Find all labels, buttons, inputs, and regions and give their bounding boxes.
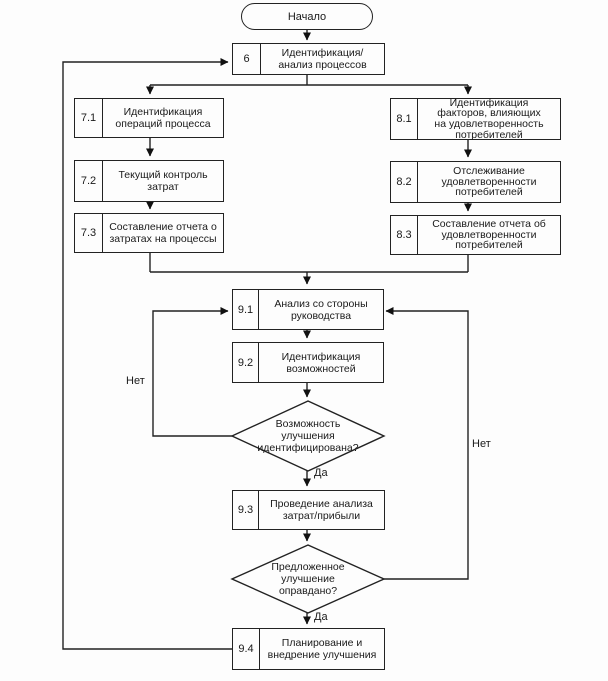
- node-label: Идентификация операций процесса: [115, 106, 211, 130]
- flow-node-9-1: 9.1 Анализ со стороны руководства: [232, 289, 384, 330]
- node-number: 7.2: [75, 161, 103, 201]
- node-number: 9.3: [233, 491, 259, 529]
- node-label: Идентификация факторов, влияющих на удов…: [434, 96, 544, 141]
- node-number: 9.1: [233, 290, 259, 329]
- decision-2-label: Предложенное улучшение оправдано?: [271, 561, 345, 597]
- edge-no-d2-to-91: [384, 307, 469, 580]
- decision-1-shape: [230, 400, 386, 472]
- node-number: 9.2: [233, 343, 259, 382]
- start-terminator: Начало: [241, 3, 373, 30]
- node-label: Проведение анализа затрат/прибыли: [270, 498, 373, 522]
- node-label: Составление отчета об удовлетворенности …: [432, 218, 546, 252]
- node-label: Анализ со стороны руководства: [274, 297, 368, 322]
- flow-node-8-3: 8.3 Составление отчета об удовлетворенно…: [390, 215, 561, 255]
- edge-94-to-6: [62, 58, 232, 650]
- flow-node-9-2: 9.2 Идентификация возможностей: [232, 342, 384, 383]
- node-label: Отслеживание удовлетворенности потребите…: [441, 165, 537, 199]
- edge-label-yes-1: Да: [314, 467, 328, 479]
- node-label: Составление отчета о затратах на процесс…: [109, 221, 217, 245]
- decision-2-shape: [230, 544, 386, 614]
- node-label: Планирование и внедрение улучшения: [267, 637, 377, 661]
- flow-node-6: 6 Идентификация/ анализ процессов: [232, 43, 385, 75]
- edge-label-no-left: Нет: [126, 375, 145, 387]
- flow-node-9-3: 9.3 Проведение анализа затрат/прибыли: [232, 490, 385, 530]
- edge-label-yes-2: Да: [314, 611, 328, 623]
- node-number: 8.2: [391, 162, 418, 202]
- node-number: 9.4: [233, 629, 260, 669]
- node-label: Текущий контроль затрат: [118, 169, 208, 193]
- flow-node-9-4: 9.4 Планирование и внедрение улучшения: [232, 628, 385, 670]
- node-label: Идентификация/ анализ процессов: [278, 47, 367, 71]
- node-number: 8.1: [391, 99, 418, 139]
- edge-label-no-right: Нет: [472, 438, 491, 450]
- flow-node-8-2: 8.2 Отслеживание удовлетворенности потре…: [390, 161, 561, 203]
- start-label: Начало: [287, 10, 327, 23]
- flow-node-7-3: 7.3 Составление отчета о затратах на про…: [74, 213, 224, 253]
- flow-node-7-2: 7.2 Текущий контроль затрат: [74, 160, 224, 202]
- decision-1-label: Возможность улучшения идентифицирована?: [257, 418, 359, 454]
- flow-node-8-1: 8.1 Идентификация факторов, влияющих на …: [390, 98, 561, 140]
- flow-node-7-1: 7.1 Идентификация операций процесса: [74, 98, 224, 138]
- node-number: 7.1: [75, 99, 103, 137]
- node-number: 8.3: [391, 216, 418, 254]
- node-number: 7.3: [75, 214, 103, 252]
- edge-no-d1-to-91: [152, 307, 232, 437]
- node-label: Идентификация возможностей: [281, 350, 361, 375]
- node-number: 6: [233, 44, 261, 74]
